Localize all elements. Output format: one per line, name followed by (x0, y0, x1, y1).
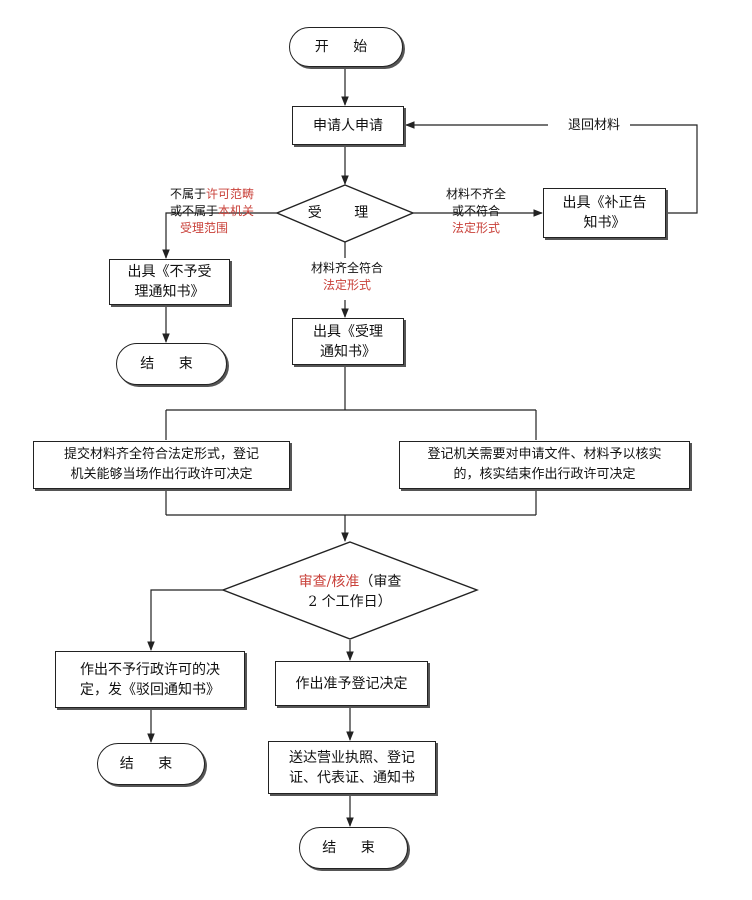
approve-decision-box: 作出准予登记决定 (275, 661, 428, 706)
deliver-box: 送达营业执照、登记 证、代表证、通知书 (268, 741, 436, 794)
edge-accept-reject (162, 212, 277, 259)
apply-label: 申请人申请 (313, 117, 383, 134)
return-materials-label: 退回材料 (560, 117, 628, 134)
decision-accept-diamond (275, 184, 415, 243)
decision-review-diamond (221, 541, 479, 640)
edge-return-materials (630, 124, 698, 214)
correction-notice-box: 出具《补正告 知书》 (543, 188, 666, 238)
end-terminal-3: 结 束 (299, 827, 408, 869)
accept-notice-box: 出具《受理 通知书》 (292, 318, 404, 365)
no-accept-notice-box: 出具《不予受 理通知书》 (109, 259, 230, 305)
start-label: 开 始 (314, 39, 378, 55)
end-terminal-2: 结 束 (97, 743, 205, 785)
deny-decision-box: 作出不予行政许可的决 定，发《驳回通知书》 (55, 651, 245, 708)
accept-label: 受 理 (307, 205, 383, 221)
verify-decision-box: 登记机关需要对申请文件、材料予以核实 的，核实结束作出行政许可决定 (399, 441, 690, 489)
incomplete-condition-label: 材料不齐全 或不符合 法定形式 (445, 187, 506, 235)
edge-review-deny (147, 589, 223, 651)
review-label: 审查/核准（审查 2 个工作日） (298, 574, 402, 610)
onsite-decision-box: 提交材料齐全符合法定形式，登记 机关能够当场作出行政许可决定 (33, 441, 290, 489)
apply-box: 申请人申请 (292, 106, 404, 145)
reject-condition-label: 不属于许可范畴 或不属于本机关 受理范围 (169, 187, 255, 235)
complete-condition-label: 材料齐全符合 法定形式 (310, 261, 383, 292)
start-terminal: 开 始 (289, 27, 403, 67)
end-terminal-1: 结 束 (116, 343, 227, 385)
accept-label-wrap: 受 理 (300, 203, 390, 223)
